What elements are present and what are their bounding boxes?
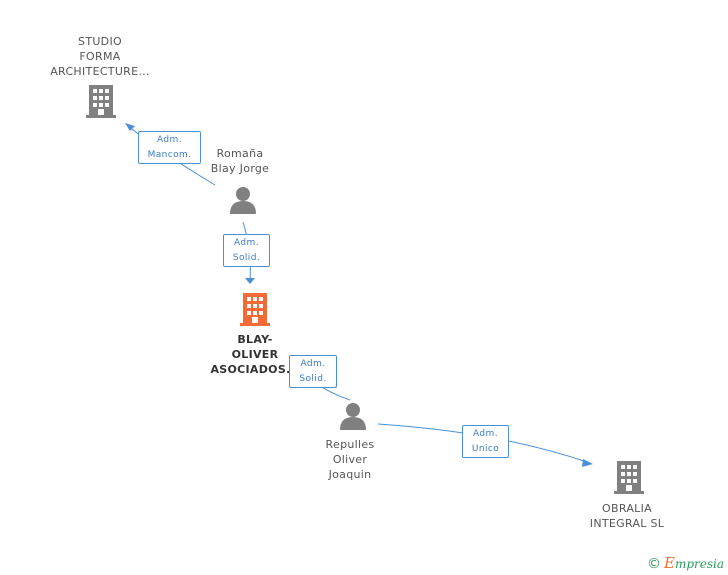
building-icon [86,85,116,118]
empresia-logo: ©Empresia [647,554,724,572]
arrowhead-blay [245,278,255,284]
person-icon [230,187,256,214]
edge-badge-adm-solid-repulles: Adm. Solid. [289,355,337,388]
arrowhead-obralia [582,459,593,467]
node-label-blay-oliver-asociados[interactable]: BLAY- OLIVER ASOCIADOS... [210,333,300,376]
copyright-symbol: © [646,556,661,572]
person-icon [340,403,366,430]
brand-initial: E [663,554,675,572]
arrowhead-studio [125,123,135,131]
building-icon [614,461,644,494]
edge-arrowheads [125,123,593,467]
building-icon [240,293,270,326]
node-label-repulles-oliver-joaquin[interactable]: Repulles Oliver Joaquin [325,438,375,481]
edge-badge-adm-solid-romana: Adm. Solid. [223,234,270,267]
edge-badge-adm-unico: Adm. Unico [462,425,509,458]
node-label-obralia-integral[interactable]: OBRALIA INTEGRAL SL [589,502,665,530]
node-label-romana-blay-jorge[interactable]: Romaña Blay Jorge [210,147,270,175]
edge-badge-adm-mancom: Adm. Mancom. [138,131,201,164]
brand-name: mpresia [674,557,724,571]
node-label-studio-forma[interactable]: STUDIO FORMA ARCHITECTURE... [50,35,150,78]
